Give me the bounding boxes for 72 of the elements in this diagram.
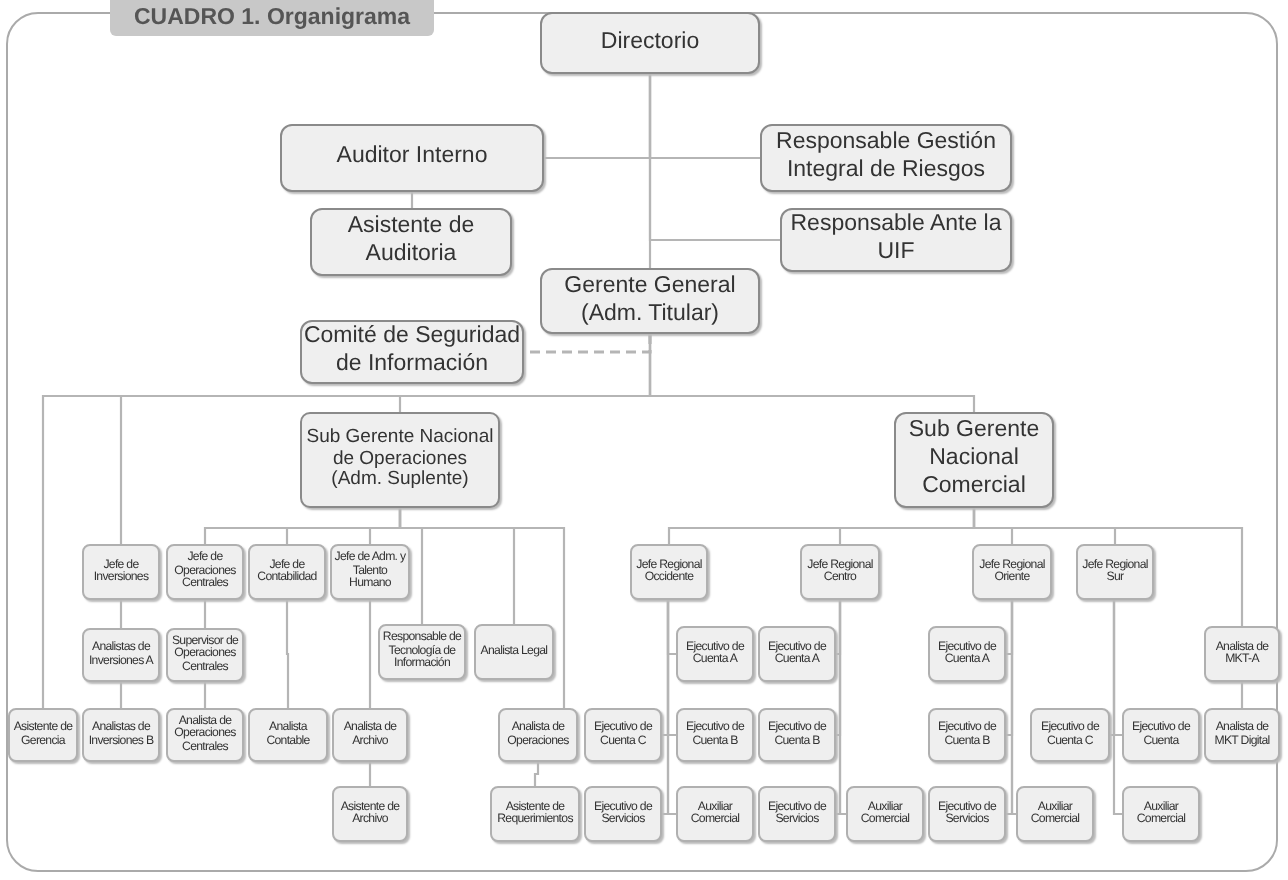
connector-line	[368, 600, 372, 708]
position-box	[82, 708, 160, 762]
connector-line	[662, 600, 670, 816]
position-box	[1122, 708, 1200, 762]
position-box	[584, 786, 662, 842]
connector-line	[119, 682, 123, 708]
position-title: (Adm. Suplente)	[331, 470, 469, 493]
connector-line	[203, 600, 207, 628]
connector-line	[119, 600, 123, 628]
position-box	[676, 626, 754, 682]
position-box	[676, 708, 754, 762]
position-box	[1076, 544, 1154, 600]
position-box	[1016, 786, 1094, 842]
connector-line	[1112, 600, 1122, 816]
position-box	[540, 12, 760, 74]
position-box	[800, 544, 880, 600]
position-box	[928, 786, 1006, 842]
connector-line	[1010, 600, 1016, 816]
connector-line	[648, 334, 976, 412]
connector-line	[533, 762, 540, 786]
position-title: Asistente de Auditoria	[345, 214, 477, 270]
connector-line	[203, 682, 207, 708]
connector-line	[1240, 682, 1244, 708]
position-box	[676, 786, 754, 842]
position-box	[894, 412, 1054, 508]
position-box	[166, 544, 244, 600]
position-title: Responsable Gestión Integral de Riesgos	[774, 130, 998, 186]
position-title: Sub Gerente Nacional de Operaciones	[304, 427, 496, 470]
position-box	[972, 544, 1052, 600]
connector-line	[648, 74, 652, 268]
position-title: Responsable Ante la UIF	[788, 212, 1004, 268]
position-box	[332, 708, 408, 762]
position-box	[378, 624, 466, 680]
position-title: Auditor Interno	[336, 144, 488, 172]
connector-line	[972, 508, 1244, 626]
position-box	[630, 544, 708, 600]
position-box	[330, 544, 410, 600]
position-box	[474, 624, 554, 680]
position-box	[928, 708, 1006, 762]
position-box	[490, 786, 580, 842]
connector-line	[410, 192, 414, 208]
position-box	[758, 786, 836, 842]
position-box	[498, 708, 578, 762]
position-box	[760, 124, 1012, 192]
position-box	[280, 124, 544, 192]
position-title: Sub Gerente Nacional Comercial	[906, 418, 1042, 502]
position-box	[248, 708, 328, 762]
position-box	[846, 786, 924, 842]
position-title: Comité de Seguridad de Información	[302, 324, 522, 380]
position-title: Directorio	[600, 29, 700, 57]
connector-line	[285, 600, 290, 708]
position-box	[540, 268, 760, 334]
position-box	[1030, 708, 1110, 762]
position-box	[758, 626, 836, 682]
position-box	[584, 708, 662, 762]
position-box	[248, 544, 326, 600]
position-box	[1122, 786, 1200, 842]
position-title: Gerente General (Adm. Titular)	[562, 273, 738, 329]
chart-title: CUADRO 1. Organigrama	[110, 0, 435, 36]
position-box	[758, 708, 836, 762]
position-box	[300, 412, 500, 508]
position-box	[310, 208, 512, 276]
dashed-connector	[524, 334, 652, 354]
position-box	[1204, 626, 1280, 682]
position-box	[8, 708, 78, 762]
position-box	[1204, 708, 1280, 762]
position-box	[332, 786, 408, 842]
connector-line	[398, 508, 566, 708]
position-box	[82, 628, 160, 682]
position-box	[82, 544, 160, 600]
connector-line	[368, 762, 372, 786]
position-box	[928, 626, 1006, 682]
